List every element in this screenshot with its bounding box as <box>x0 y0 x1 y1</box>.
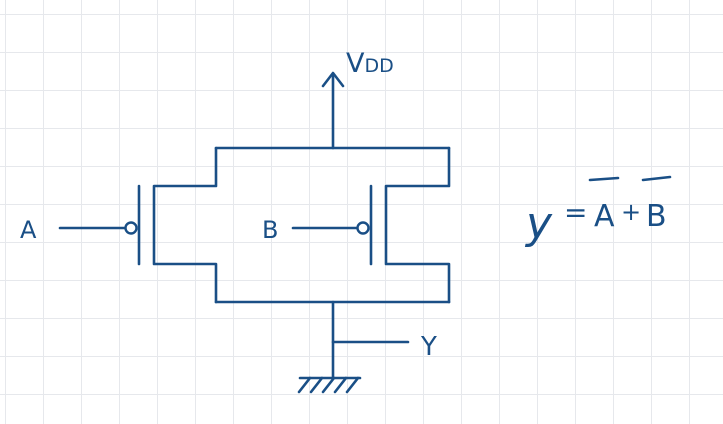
pmos-b-gate-bubble <box>356 221 370 235</box>
pmos-a-channel <box>152 146 218 304</box>
vdd-supply: VDD <box>321 48 394 150</box>
vdd-label-main: V <box>346 48 365 79</box>
equation-plus: + <box>621 198 641 226</box>
vdd-label-sub: DD <box>364 55 393 77</box>
equation-lhs: y <box>524 198 553 249</box>
equation-equals: = <box>564 196 587 229</box>
equation-term-a: A <box>594 199 615 234</box>
equation-overbar-a <box>588 176 620 182</box>
ground-icon <box>297 376 362 394</box>
vdd-label: VDD <box>346 48 394 79</box>
input-b-label: B <box>262 216 278 244</box>
output-y-label: Y <box>420 332 437 362</box>
input-a-label: A <box>20 216 37 244</box>
pmos-a-gate-bubble <box>124 221 138 235</box>
boolean-equation: y = A + B <box>524 175 672 249</box>
vdd-arrow-head <box>321 71 345 88</box>
equation-term-b: B <box>646 199 667 234</box>
equation-overbar-b <box>641 175 672 182</box>
pmos-b-channel <box>384 146 451 304</box>
